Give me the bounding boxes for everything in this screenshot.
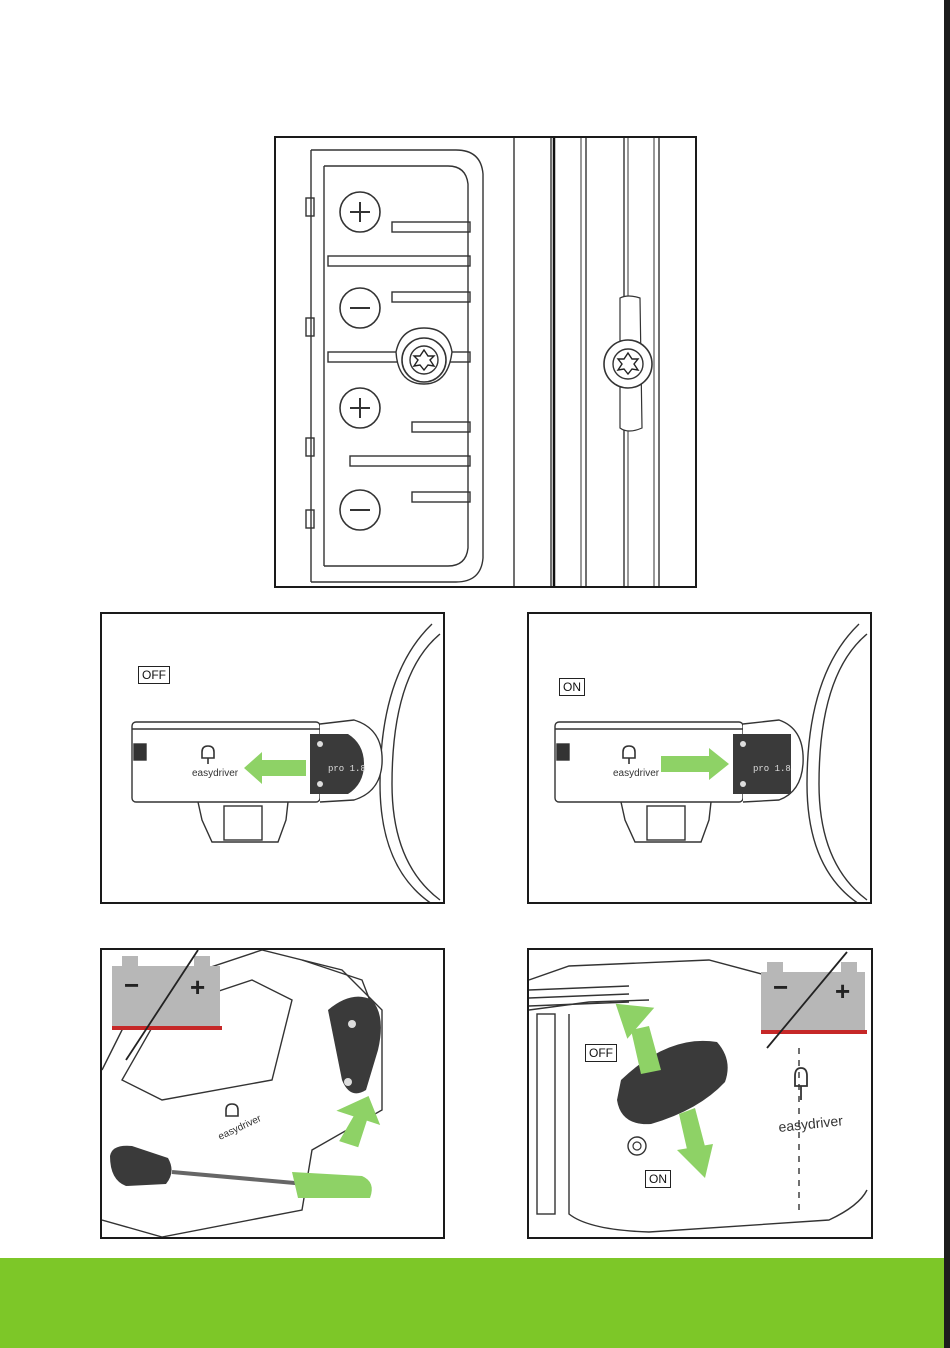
on-position-figure: pro 1.8 easydriver ON bbox=[527, 612, 872, 904]
dark-knob bbox=[328, 997, 381, 1094]
easydriver-logo-icon bbox=[226, 1104, 238, 1116]
rotary-switch bbox=[617, 1041, 728, 1155]
screwdriver-icon bbox=[110, 1146, 372, 1198]
brand-label: easydriver bbox=[613, 768, 660, 779]
on-position-drawing: pro 1.8 easydriver bbox=[529, 614, 870, 902]
minus-screw-icon bbox=[340, 288, 380, 328]
on-label: ON bbox=[559, 678, 585, 696]
switch-positions-drawing: easydriver − + bbox=[529, 950, 871, 1237]
plus-terminal: + bbox=[835, 976, 850, 1006]
page-edge-bar bbox=[944, 0, 950, 1348]
arrow-icon bbox=[616, 1000, 661, 1074]
easydriver-logo-icon bbox=[795, 1068, 807, 1100]
on-label: ON bbox=[645, 1170, 671, 1188]
plus-screw-icon bbox=[340, 388, 380, 428]
off-position-figure: pro 1.8 easydriver OFF bbox=[100, 612, 445, 904]
cap-removal-figure: easydriver − + bbox=[100, 948, 445, 1239]
brand-label: easydriver bbox=[778, 1112, 844, 1135]
battery-icon bbox=[112, 950, 222, 1060]
off-label: OFF bbox=[138, 666, 170, 684]
minus-terminal: − bbox=[773, 972, 788, 1002]
connector-plate-figure bbox=[274, 136, 697, 588]
brand-label: easydriver bbox=[192, 768, 239, 779]
footer-band bbox=[0, 1258, 944, 1348]
arrow-icon bbox=[677, 1108, 713, 1178]
connector-plate-drawing bbox=[276, 138, 695, 586]
model-label: pro 1.8 bbox=[753, 764, 791, 774]
brand-label: easydriver bbox=[217, 1113, 264, 1143]
arrow-icon bbox=[328, 1088, 388, 1152]
minus-screw-icon bbox=[340, 490, 380, 530]
off-label: OFF bbox=[585, 1044, 617, 1062]
torx-bolt-icon bbox=[604, 296, 652, 431]
model-label: pro 1.8 bbox=[328, 764, 366, 774]
plus-screw-icon bbox=[340, 192, 380, 232]
minus-terminal: − bbox=[124, 970, 139, 1000]
torx-bolt-icon bbox=[396, 328, 452, 384]
switch-positions-figure: easydriver − + OFF ON bbox=[527, 948, 873, 1239]
off-position-drawing: pro 1.8 easydriver bbox=[102, 614, 443, 902]
cap-removal-drawing: easydriver − + bbox=[102, 950, 443, 1237]
plus-terminal: + bbox=[190, 972, 205, 1002]
